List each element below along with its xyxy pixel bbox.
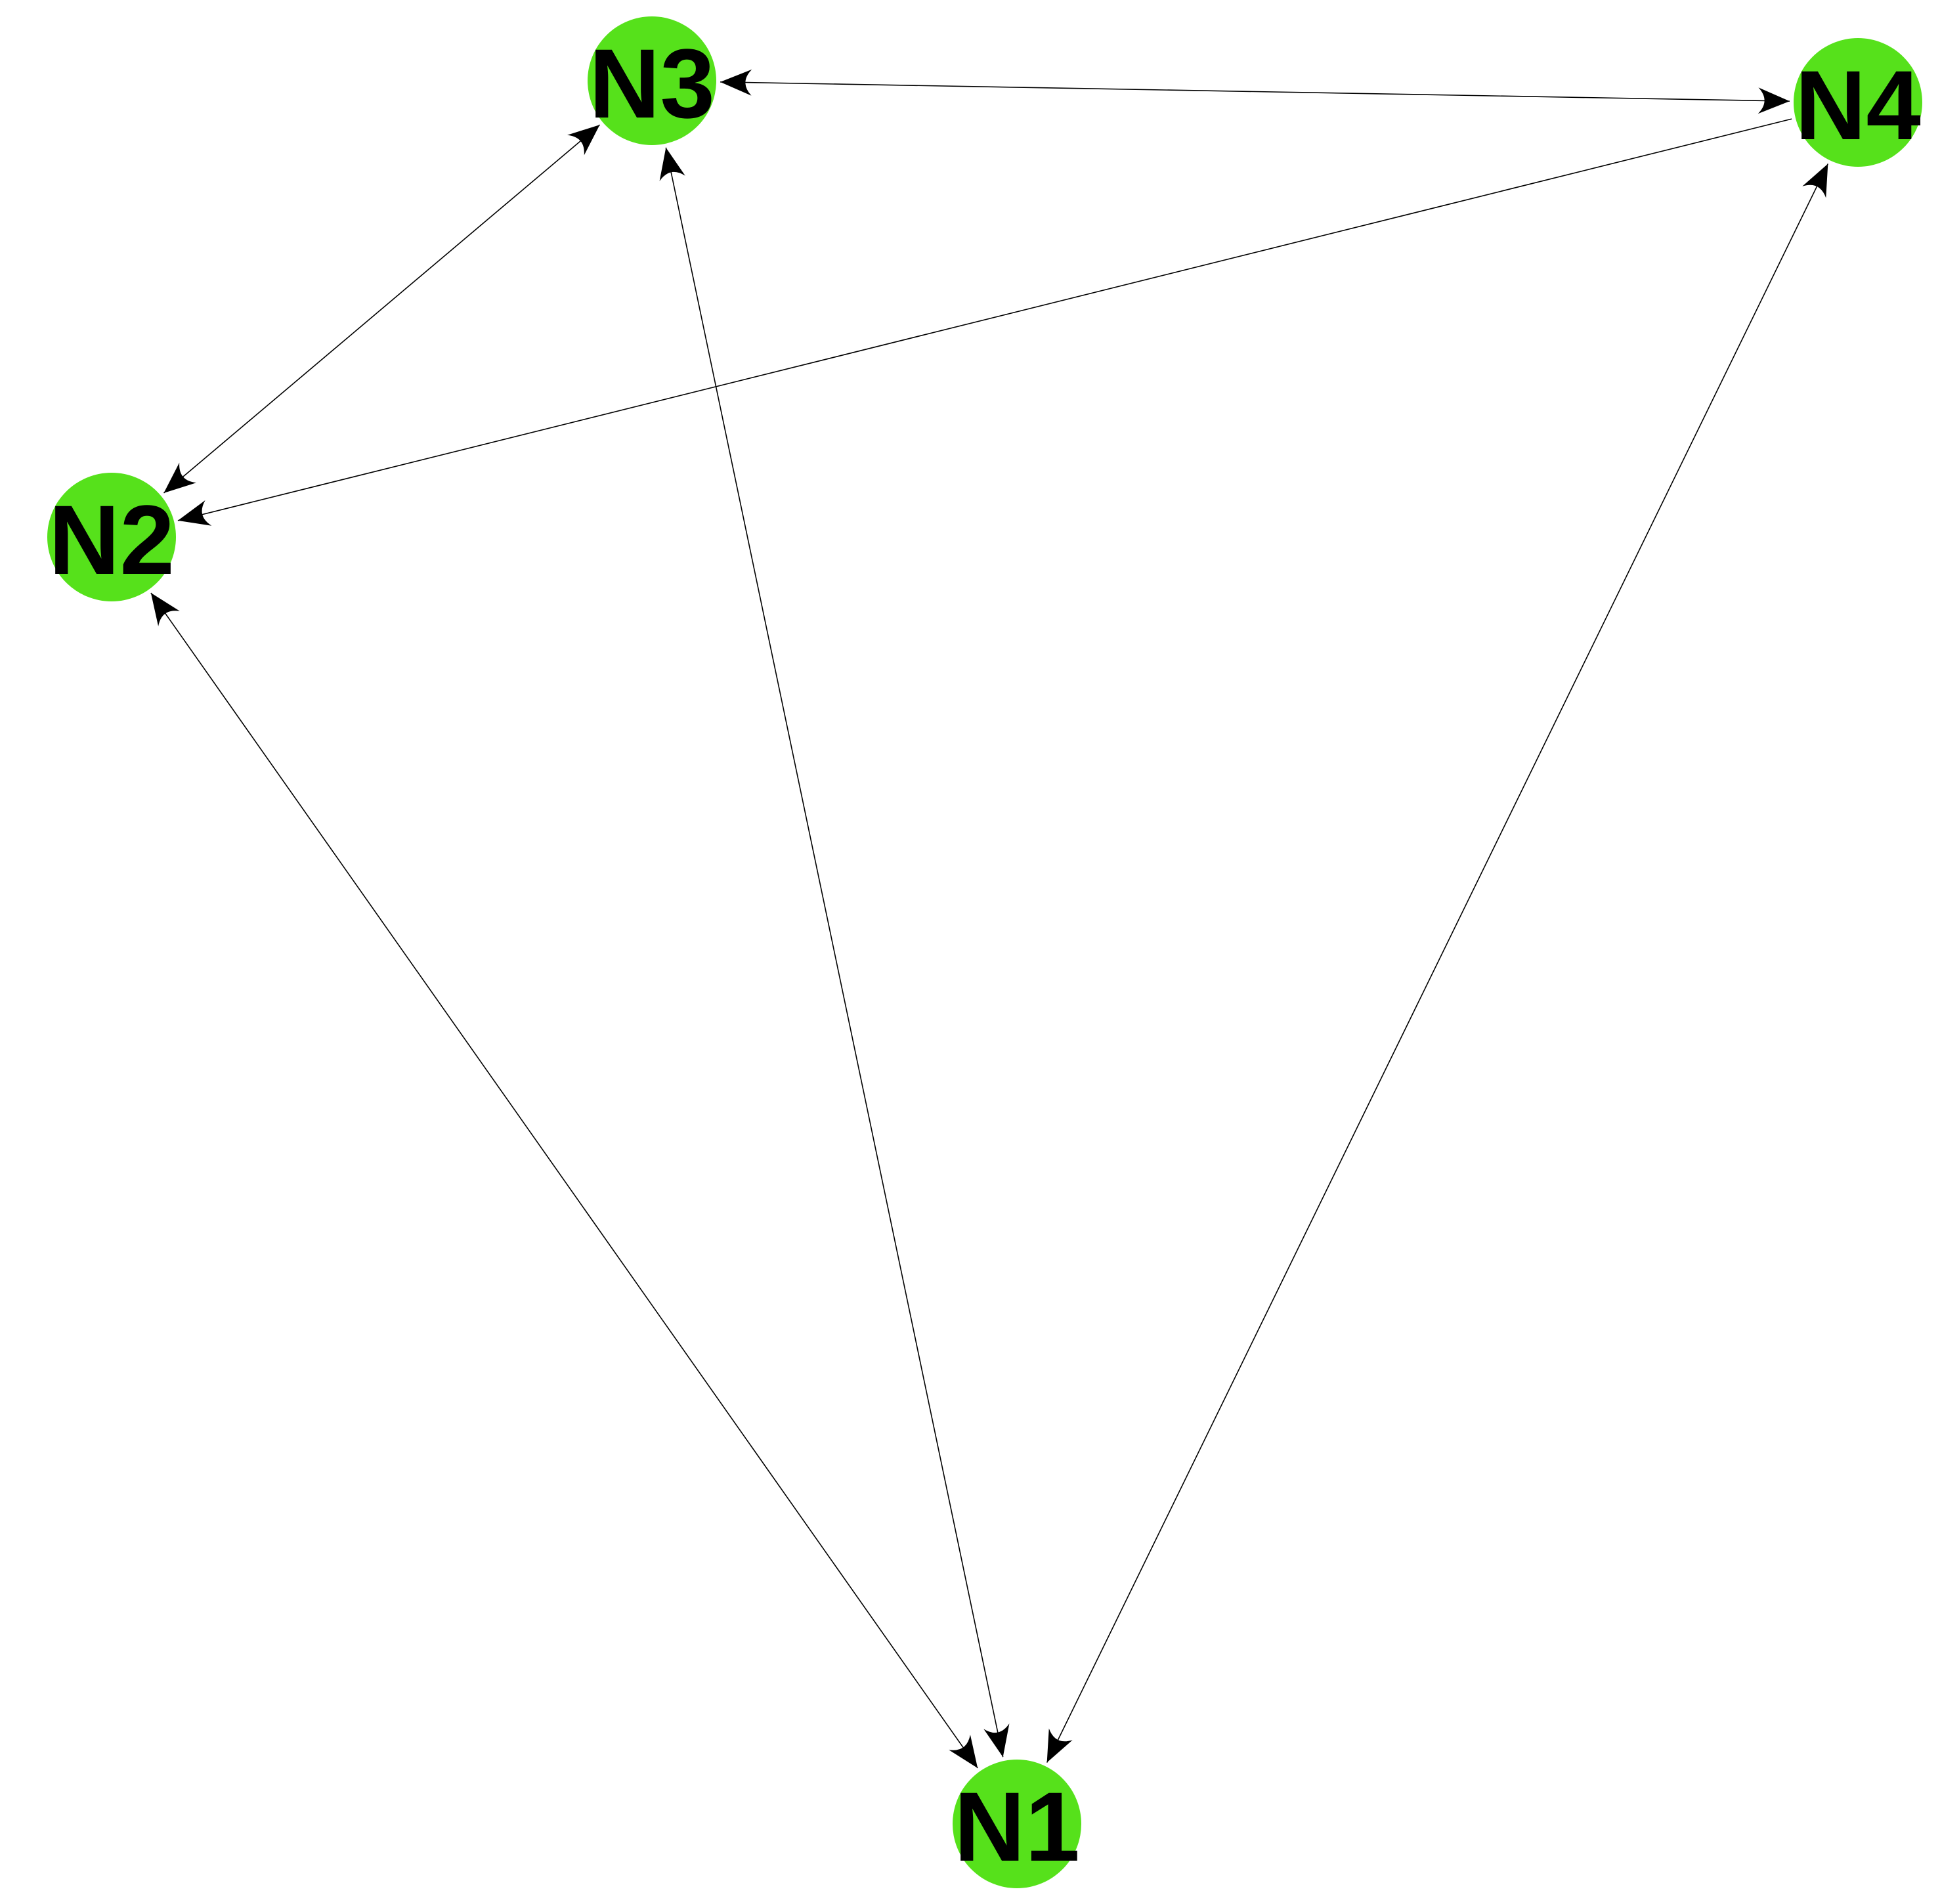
node-circle-n1 (953, 1760, 1081, 1888)
edges-layer (150, 69, 1829, 1769)
arrow-head-to-N2 (150, 593, 180, 626)
node-circle-n4 (1794, 38, 1922, 167)
edge-line-N1-N3 (665, 147, 1004, 1758)
node-n4[interactable]: N4 (1794, 38, 1922, 167)
edge-N3-N4 (720, 69, 1790, 114)
node-n3[interactable]: N3 (588, 16, 716, 145)
arrow-head-to-N4 (1802, 163, 1828, 198)
nodes-layer: N1 N2 N3 N4 (47, 16, 1922, 1888)
edge-line-N2-N3 (163, 124, 601, 494)
node-n1[interactable]: N1 (953, 1760, 1081, 1888)
arrow-head-to-N1 (1046, 1728, 1073, 1763)
arrow-head-to-N2 (177, 500, 212, 526)
edge-line-N4-N2 (177, 118, 1792, 521)
arrow-head-to-N1 (949, 1735, 978, 1768)
node-label-n4: N4 (1795, 50, 1921, 160)
node-circle-n3 (588, 16, 716, 145)
node-circle-n2 (47, 473, 176, 601)
edge-N1-N4 (1046, 163, 1829, 1763)
arrow-head-to-N2 (163, 462, 197, 493)
arrow-head-to-N3 (659, 147, 685, 181)
edge-N1-N2 (150, 592, 978, 1769)
edge-N2-N3 (163, 124, 601, 494)
edge-N1-N3 (659, 147, 1010, 1758)
node-label-n2: N2 (49, 485, 175, 595)
node-label-n3: N3 (589, 28, 715, 139)
arrow-head-to-N1 (983, 1723, 1010, 1758)
edge-N4-N2 (177, 118, 1792, 526)
edge-line-N1-N2 (150, 592, 978, 1769)
arrow-head-to-N3 (567, 125, 600, 156)
node-label-n1: N1 (954, 1771, 1080, 1882)
arrow-head-to-N3 (720, 69, 752, 96)
arrow-head-to-N4 (1757, 87, 1790, 114)
edge-line-N3-N4 (720, 81, 1790, 102)
node-n2[interactable]: N2 (47, 473, 176, 601)
edge-line-N1-N4 (1046, 163, 1829, 1763)
